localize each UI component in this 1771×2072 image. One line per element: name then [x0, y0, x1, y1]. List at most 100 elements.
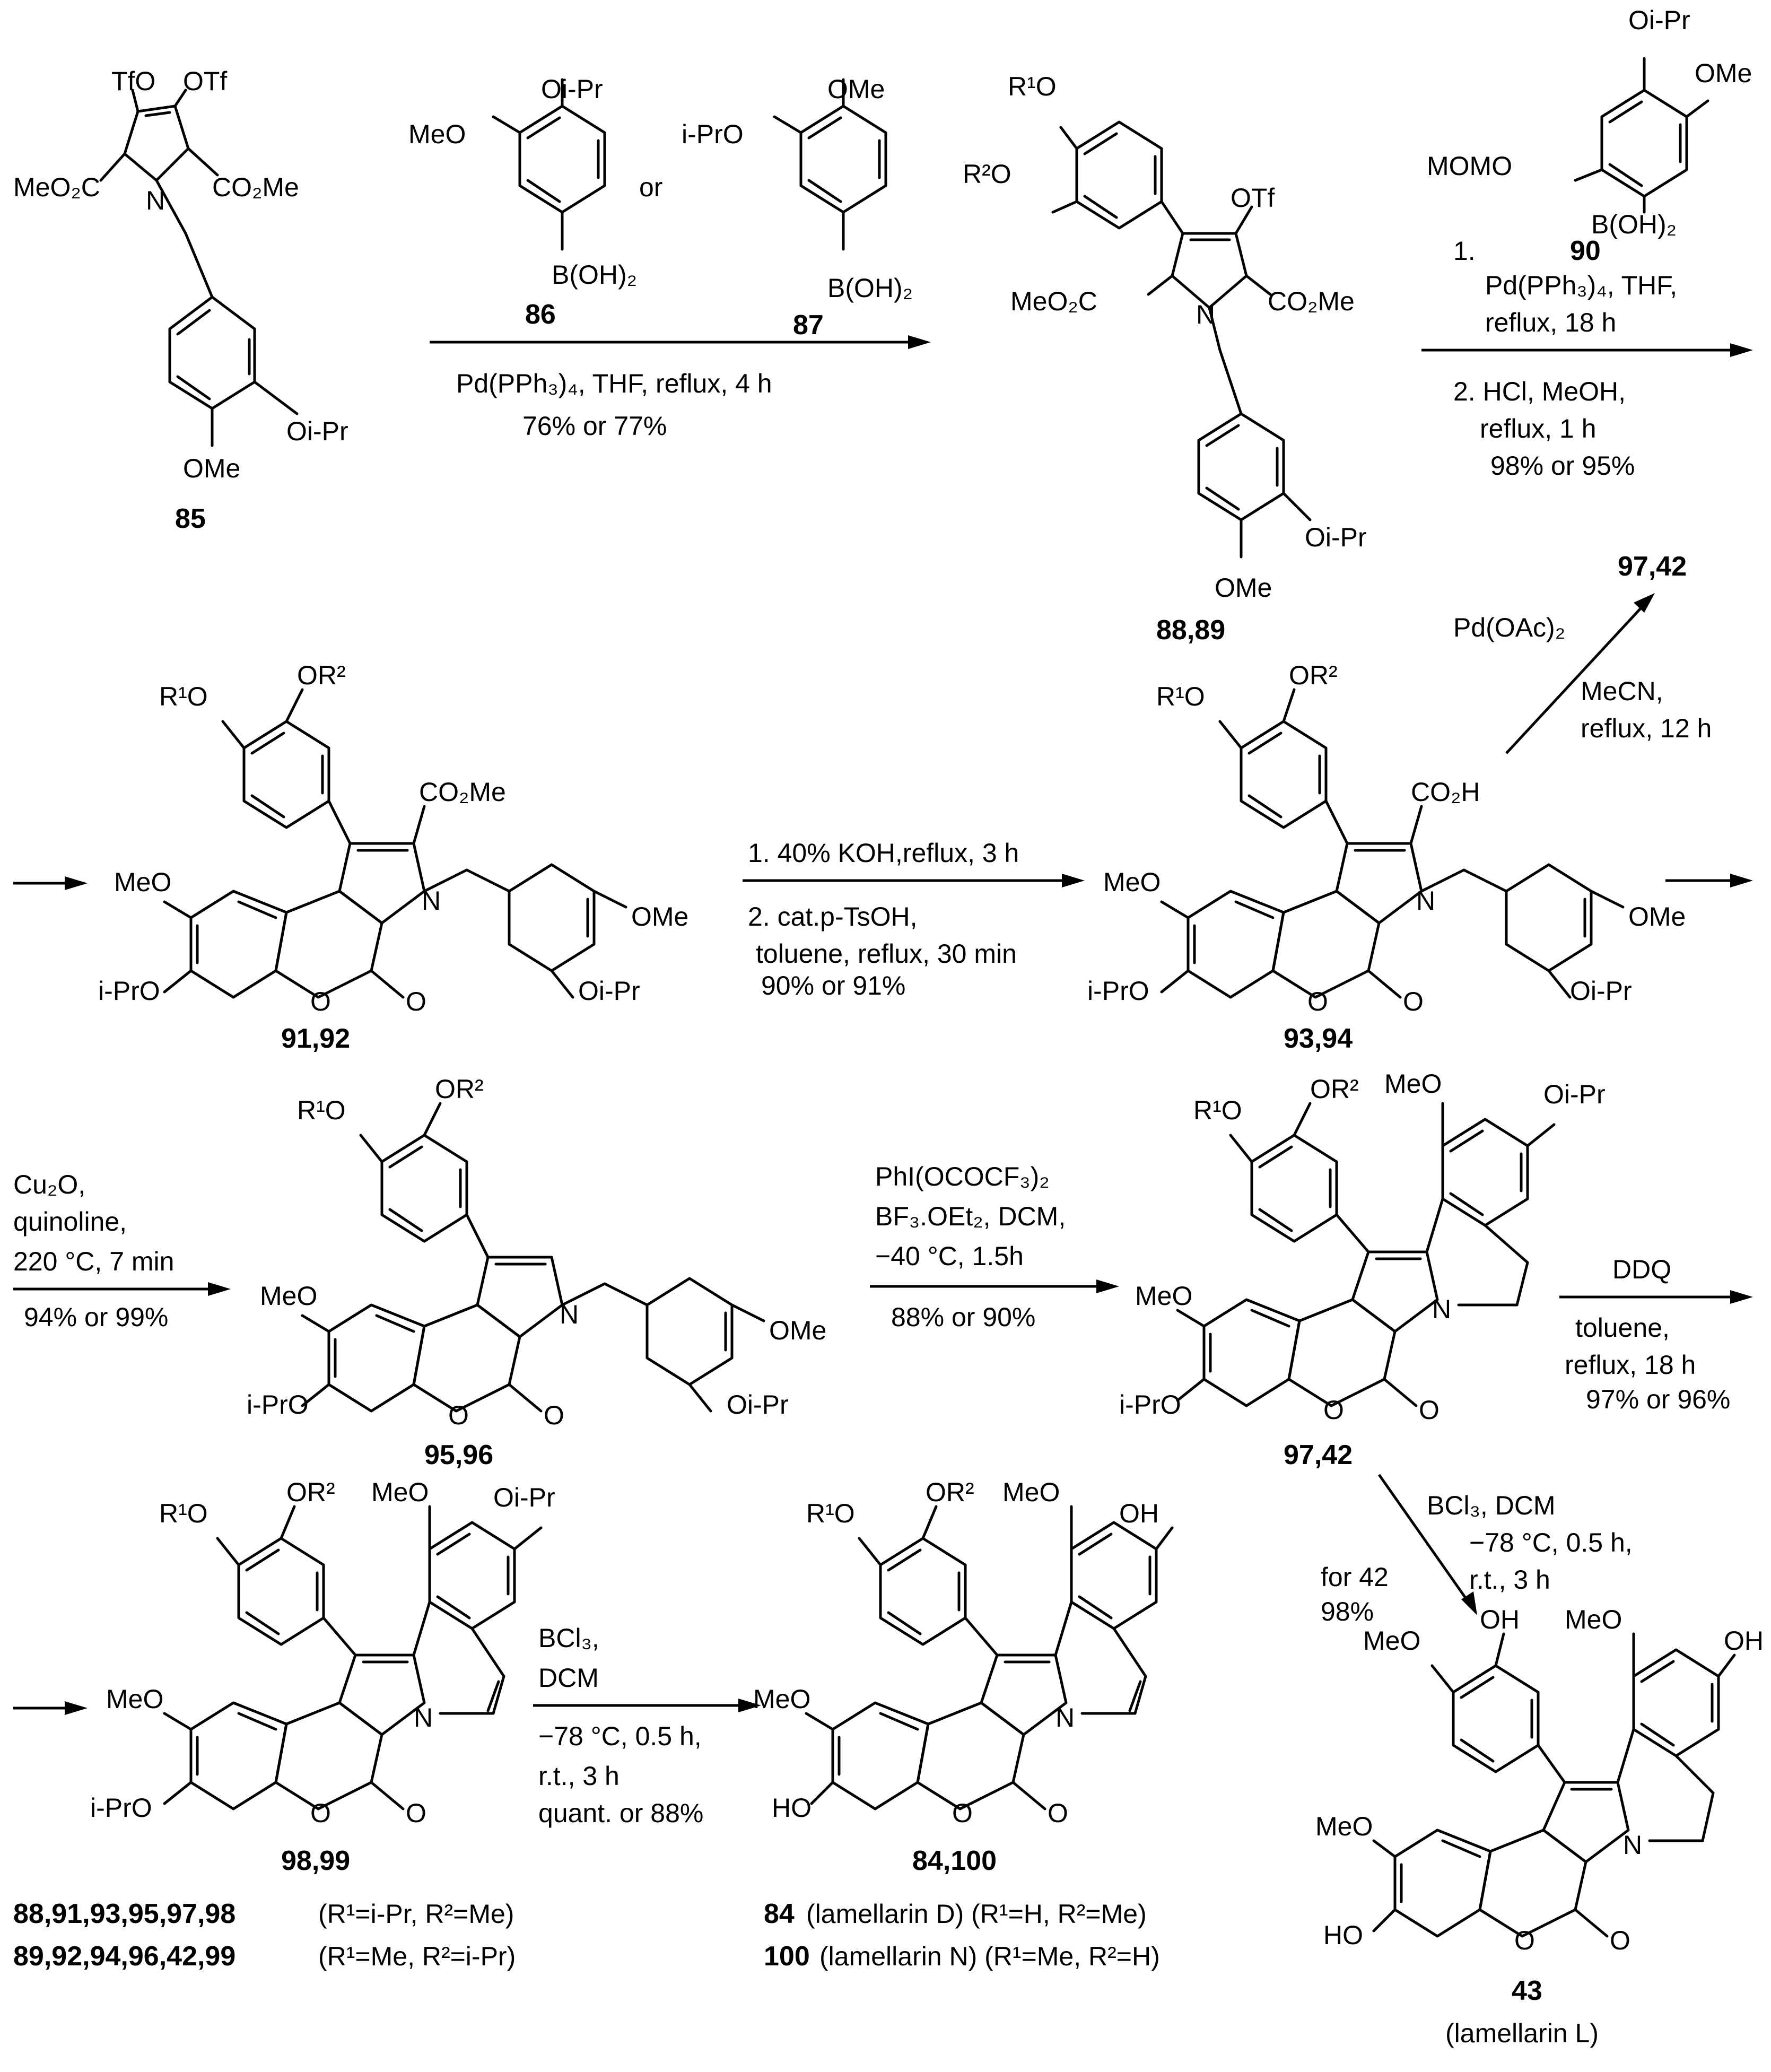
compound-label-84-100: 84,100: [912, 1845, 997, 1876]
cond-step8-b: DCM: [538, 1663, 599, 1693]
frag-or2-93: OR²: [1289, 660, 1338, 690]
frag-oipr-86: Oi-Pr: [541, 74, 603, 104]
frag-meo-43b: MeO: [1565, 1605, 1622, 1634]
frag-o-91: O: [310, 987, 331, 1016]
frag-o-93: O: [1307, 987, 1328, 1016]
compound-label-98-99: 98,99: [281, 1845, 350, 1876]
frag-ipro-95: i-PrO: [247, 1390, 309, 1420]
frag-oipr-91: Oi-Pr: [578, 976, 640, 1006]
frag-meo-98a: MeO: [371, 1477, 429, 1507]
arrow-step2: [1421, 343, 1753, 357]
compound-87-structure: [773, 78, 887, 251]
frag-oh-43a: OH: [1480, 1605, 1520, 1634]
cond-step6-a: DDQ: [1612, 1255, 1671, 1284]
compound-86-structure: [492, 78, 606, 251]
frag-r1o-91: R¹O: [159, 682, 208, 711]
frag-meo2c: MeO₂C: [13, 172, 100, 202]
compound-93-94-structure: [1160, 688, 1625, 999]
cond-step3-d: 90% or 91%: [761, 971, 905, 1000]
frag-r1o-93: R¹O: [1156, 682, 1205, 711]
frag-o-97: O: [1323, 1395, 1344, 1425]
arrow-row2-out: [1665, 874, 1753, 887]
frag-otf-88: OTf: [1231, 183, 1275, 213]
arrow-step1: [430, 335, 931, 349]
frag-or2-95: OR²: [435, 1074, 484, 1104]
cond-pd-b: MeCN,: [1581, 676, 1663, 706]
cond-step2-a: Pd(PPh₃)₄, THF,: [1485, 271, 1677, 300]
compound-85-structure: [99, 89, 299, 447]
cond-step6-d: 97% or 96%: [1586, 1385, 1730, 1414]
compound-label-97-42: 97,42: [1284, 1440, 1353, 1470]
frag-ipro-91: i-PrO: [98, 976, 160, 1006]
arrow-step8: [533, 1699, 761, 1712]
compound-label-85: 85: [175, 503, 206, 534]
frag-tfo: TfO: [111, 66, 155, 96]
frag-r1o-98: R¹O: [159, 1499, 208, 1528]
cond-step2-c: reflux, 1 h: [1480, 414, 1596, 443]
frag-ho-84: HO: [772, 1793, 812, 1823]
compound-label-91-92: 91,92: [281, 1023, 350, 1054]
frag-oipr-98: Oi-Pr: [493, 1483, 555, 1512]
compound-label-95-96: 95,96: [424, 1440, 493, 1470]
footnote-1-numbers: 88,91,93,95,97,98: [13, 1899, 235, 1929]
cond-step2-2: 2. HCl, MeOH,: [1453, 377, 1626, 406]
frag-o2-97: O: [1419, 1395, 1440, 1425]
frag-oh-84: OH: [1119, 1499, 1159, 1528]
cond-step6-b: toluene,: [1575, 1313, 1670, 1343]
frag-otf: OTf: [183, 66, 227, 96]
compound-label-43: 43: [1512, 1975, 1542, 2006]
frag-meo-84b: MeO: [753, 1684, 810, 1714]
frag-n-88: N: [1196, 300, 1215, 329]
cond-step2-b: reflux, 18 h: [1485, 308, 1616, 337]
frag-n: N: [146, 186, 165, 215]
arrow-step6: [1559, 1290, 1753, 1304]
frag-r1o-84: R¹O: [806, 1499, 855, 1528]
cond-step7-b: −78 °C, 0.5 h,: [1469, 1528, 1633, 1557]
footnote-3-number: 84: [764, 1899, 795, 1929]
frag-boh2-87: B(OH)₂: [827, 273, 913, 303]
cond-step2-1: 1.: [1453, 236, 1476, 266]
frag-or2-98: OR²: [286, 1477, 335, 1507]
footnote-2-text: (R¹=Me, R²=i-Pr): [318, 1942, 516, 1971]
cond-step2-d: 98% or 95%: [1490, 451, 1635, 481]
frag-ipro-97: i-PrO: [1119, 1390, 1181, 1420]
cond-step8-a: BCl₃,: [538, 1623, 599, 1653]
cond-step3-c: toluene, reflux, 30 min: [756, 939, 1017, 969]
cond-step4-c: 220 °C, 7 min: [13, 1247, 174, 1276]
frag-meo-98b: MeO: [106, 1684, 163, 1714]
frag-co2me-88: CO₂Me: [1268, 286, 1355, 316]
footnote-2-numbers: 89,92,94,96,42,99: [13, 1941, 235, 1972]
footnote-3-text: (lamellarin D) (R¹=H, R²=Me): [806, 1899, 1147, 1929]
frag-oipr-90: Oi-Pr: [1628, 5, 1690, 35]
frag-ome-88: OMe: [1215, 573, 1272, 603]
compound-label-90: 90: [1570, 236, 1601, 266]
frag-meo-97b: MeO: [1135, 1281, 1192, 1311]
cond-step1-b: 76% or 77%: [522, 411, 667, 441]
cond-step5-d: 88% or 90%: [891, 1302, 1035, 1332]
cond-step7-c: r.t., 3 h: [1469, 1565, 1550, 1595]
frag-ipro-87: i-PrO: [682, 119, 744, 149]
frag-r2o-88: R²O: [963, 159, 1011, 189]
cond-step5-a: PhI(OCOCF₃)₂: [875, 1162, 1050, 1191]
compound-91-92-structure: [163, 688, 627, 999]
frag-meo2c-88: MeO₂C: [1010, 286, 1097, 316]
frag-co2me: CO₂Me: [212, 172, 299, 202]
frag-meo-97a: MeO: [1384, 1069, 1442, 1099]
compound-label-86: 86: [525, 299, 556, 330]
frag-oipr-97: Oi-Pr: [1543, 1079, 1606, 1109]
frag-meo-91: MeO: [114, 867, 171, 897]
frag-n-97: N: [1432, 1294, 1451, 1324]
frag-o2-98: O: [406, 1798, 426, 1828]
frag-ome-95: OMe: [769, 1316, 826, 1345]
cond-step5-b: BF₃.OEt₂, DCM,: [875, 1202, 1066, 1231]
compound-name-43: (lamellarin L): [1445, 2018, 1599, 2048]
frag-o-43: O: [1514, 1926, 1535, 1955]
compound-98-99-structure: [163, 1505, 543, 1810]
frag-or2-84: OR²: [926, 1477, 974, 1507]
frag-or2-97: OR²: [1310, 1074, 1359, 1104]
cond-step5-c: −40 °C, 1.5h: [875, 1241, 1024, 1271]
frag-meo-43c: MeO: [1315, 1812, 1373, 1841]
compound-label-97-42-top: 97,42: [1618, 551, 1687, 582]
arrow-step3: [743, 874, 1085, 887]
